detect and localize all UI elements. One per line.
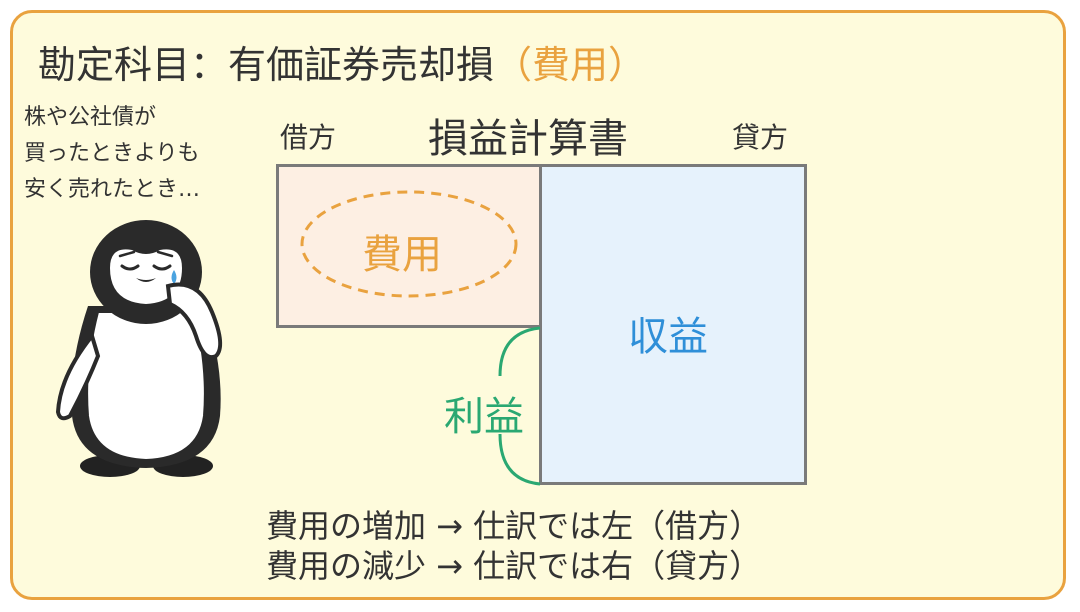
speech-line: 買ったときよりも	[24, 141, 200, 166]
expense-highlight-ellipse	[300, 190, 518, 298]
rule-decrease: 費用の減少 → 仕訳では右（貸方）	[266, 547, 762, 585]
speech-line: 安く売れたとき…	[24, 177, 201, 202]
profit-label: 利益	[444, 394, 524, 440]
credit-label: 貸方	[732, 121, 789, 154]
penguin-speech: 株や公社債が 買ったときよりも 安く売れたとき…	[24, 100, 200, 208]
profit-brace-icon	[498, 326, 541, 486]
rule-increase: 費用の増加 → 仕訳では左（借方）	[266, 507, 762, 545]
title-category: （費用）	[494, 43, 647, 87]
journal-rules: 費用の増加 → 仕訳では左（借方） 費用の減少 → 仕訳では右（貸方）	[266, 506, 761, 586]
page-title: 勘定科目：有価証券売却損（費用）	[38, 34, 646, 89]
revenue-label: 収益	[628, 314, 708, 360]
income-statement-title: 損益計算書	[428, 116, 628, 162]
expense-label: 費用	[362, 232, 442, 278]
revenue-box	[539, 164, 807, 485]
crying-penguin-icon	[55, 220, 223, 477]
title-main: 勘定科目：有価証券売却損	[38, 43, 495, 87]
debit-label: 借方	[280, 121, 337, 154]
expense-box	[276, 164, 542, 328]
speech-line: 株や公社債が	[24, 105, 157, 130]
